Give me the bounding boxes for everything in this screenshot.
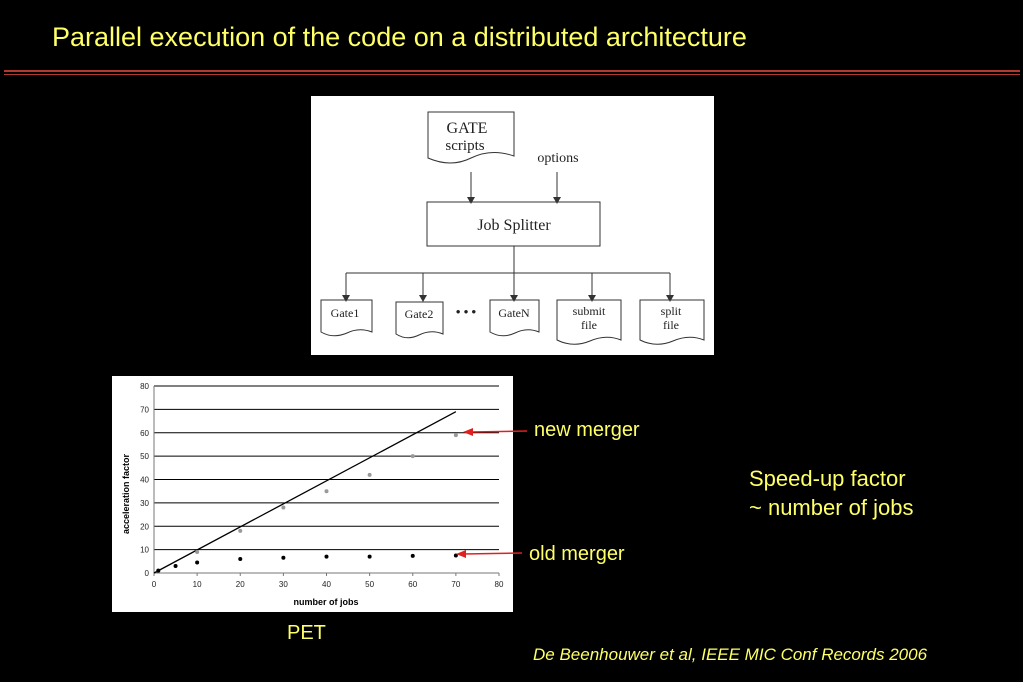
new-merger-point <box>238 528 243 533</box>
x-tick-label: 50 <box>365 580 374 589</box>
submit-file-document <box>556 299 622 345</box>
old-merger-point <box>238 556 243 561</box>
slide-title: Parallel execution of the code on a dist… <box>52 22 747 52</box>
y-axis-label: acceleration factor <box>121 453 131 534</box>
gate2-document <box>395 301 444 339</box>
old-merger-point <box>367 554 372 559</box>
old-merger-point <box>410 553 415 558</box>
y-tick-label: 20 <box>140 522 149 531</box>
speedup-chart: 0 10 20 30 40 50 60 70 80 0 10 20 30 40 50 60 70 80 accel… <box>112 376 513 612</box>
old-merger-label: old merger <box>529 543 625 565</box>
submit-file-line1: submit <box>573 304 606 318</box>
gate-scripts-line2: scripts <box>445 138 484 154</box>
y-tick-label: 30 <box>140 499 149 508</box>
options-label: options <box>537 151 578 166</box>
split-file-document <box>639 299 705 345</box>
x-tick-label: 60 <box>408 580 417 589</box>
gate2-label: Gate2 <box>405 307 434 321</box>
title-divider <box>4 70 1020 72</box>
split-file-line2: file <box>663 318 679 332</box>
new-merger-point <box>453 433 458 438</box>
x-tick-label: 80 <box>495 580 504 589</box>
submit-file-line2: file <box>581 318 597 332</box>
x-tick-label: 0 <box>152 580 157 589</box>
y-tick-label: 0 <box>145 569 150 578</box>
old-merger-point <box>173 563 178 568</box>
new-merger-point <box>281 505 286 510</box>
speedup-note: Speed-up factor ~ number of jobs <box>749 464 913 522</box>
gaten-label: GateN <box>498 306 530 320</box>
x-tick-label: 10 <box>193 580 202 589</box>
speedup-line-1: Speed-up factor <box>749 466 906 491</box>
gate1-document <box>320 299 373 337</box>
y-tick-label: 10 <box>140 546 149 555</box>
x-tick-label: 30 <box>279 580 288 589</box>
citation: De Beenhouwer et al, IEEE MIC Conf Recor… <box>533 645 928 664</box>
old-merger-point <box>453 553 458 558</box>
gate-scripts-line1: GATE <box>447 120 488 137</box>
gate1-label: Gate1 <box>331 306 360 320</box>
pet-label: PET <box>287 622 326 644</box>
speedup-line-2: ~ number of jobs <box>749 495 914 520</box>
x-tick-label: 40 <box>322 580 331 589</box>
x-tick-label: 20 <box>236 580 245 589</box>
y-tick-label: 50 <box>140 452 149 461</box>
gaten-document <box>489 299 540 337</box>
x-axis-label: number of jobs <box>294 597 359 607</box>
y-tick-label: 40 <box>140 476 149 485</box>
y-tick-label: 80 <box>140 382 149 391</box>
x-tick-label: 70 <box>451 580 460 589</box>
ellipsis: • • • <box>456 304 477 319</box>
new-merger-label: new merger <box>534 419 640 441</box>
old-merger-point <box>156 568 161 573</box>
gate-scripts-document <box>427 111 515 164</box>
new-merger-point <box>367 472 372 477</box>
old-merger-point <box>195 560 200 565</box>
job-splitter-label: Job Splitter <box>477 217 551 234</box>
new-merger-point <box>195 549 200 554</box>
old-merger-point <box>281 555 286 560</box>
y-tick-label: 70 <box>140 405 149 414</box>
old-merger-point <box>324 554 329 559</box>
new-merger-point <box>410 454 415 459</box>
new-merger-point <box>324 489 329 494</box>
title-divider-thin <box>4 74 1020 75</box>
linear-speedup-line <box>153 411 457 574</box>
workflow-diagram: GATE scripts options Job Splitter Gate1 … <box>311 96 714 355</box>
y-tick-label: 60 <box>140 429 149 438</box>
split-file-line1: split <box>661 304 682 318</box>
